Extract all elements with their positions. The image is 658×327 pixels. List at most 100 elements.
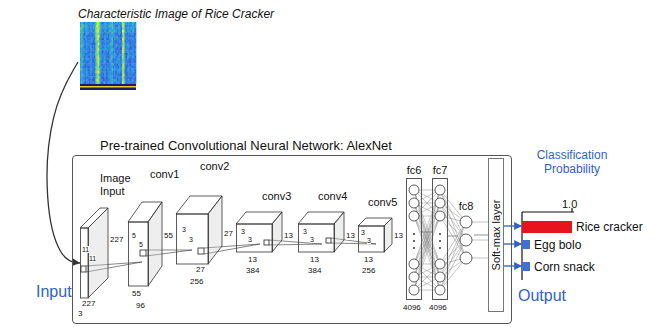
- dimension-number: 384: [308, 267, 321, 275]
- dimension-number: 13: [346, 232, 355, 240]
- dimension-number: 11: [89, 255, 96, 262]
- output-arrow: [504, 265, 522, 266]
- dimension-number: 13: [248, 256, 257, 264]
- dimension-number: 11: [82, 246, 89, 253]
- axis-line: [522, 211, 574, 212]
- neuron: [409, 198, 419, 208]
- dimension-number: 96: [136, 302, 145, 310]
- heat-band: [80, 86, 136, 88]
- dimension-number: 5: [132, 232, 136, 239]
- dimension-number: 3: [189, 236, 193, 243]
- prism-side: [272, 212, 282, 252]
- dimension-number: 13: [310, 256, 319, 264]
- heat-cell: [135, 79, 137, 82]
- prism-side: [384, 218, 392, 252]
- dimension-number: 55: [132, 290, 141, 298]
- heat-cell: [135, 45, 137, 48]
- heat-cell: [135, 40, 137, 43]
- neuron: [409, 259, 419, 269]
- neuron: [409, 211, 419, 221]
- heat-cell: [135, 58, 137, 61]
- neuron: [435, 285, 445, 295]
- dimension-number: 13: [364, 256, 373, 264]
- neuron: [409, 185, 419, 195]
- ellipsis-dot: [439, 233, 441, 235]
- prism-front: [81, 228, 89, 298]
- kernel-square: [198, 248, 204, 254]
- heat-cell: [135, 56, 137, 59]
- prism-front: [177, 214, 209, 264]
- layer-name: conv4: [318, 190, 347, 203]
- kernel-square: [326, 238, 331, 243]
- heat-cell: [135, 74, 137, 77]
- neuron: [460, 234, 472, 246]
- neuron: [435, 198, 445, 208]
- heat-cell: [135, 69, 137, 72]
- dimension-number: 3: [310, 236, 314, 243]
- layer-name: Image Input: [100, 172, 136, 198]
- layer-link: [474, 235, 488, 236]
- softmax-layer: Soft-max layer: [488, 158, 504, 312]
- dimension-number: 5: [139, 241, 143, 248]
- fc-layer: fc6: [406, 164, 422, 300]
- prism-side: [334, 212, 344, 252]
- dimension-number: 13: [284, 232, 293, 240]
- dimension-number: 3: [248, 236, 252, 243]
- dimension-number: 55: [164, 232, 173, 240]
- dimension-number: 3: [367, 237, 371, 244]
- heat-cell: [135, 66, 137, 69]
- prism-front: [129, 222, 149, 286]
- fc-layer: fc8: [458, 200, 474, 272]
- dimension-number: 227: [82, 300, 95, 308]
- input-layer: Image Input: [80, 172, 138, 299]
- prism-side: [88, 208, 108, 298]
- class-output: Rice cracker: [522, 219, 645, 233]
- fc-connections: [409, 185, 488, 295]
- network-title: Pre-trained Convolutional Neural Network…: [100, 138, 392, 153]
- ellipsis-dot: [439, 247, 441, 249]
- heat-cell: [135, 30, 137, 33]
- layer-name: conv3: [262, 190, 291, 203]
- class-output: Egg bolo: [522, 237, 583, 251]
- prism-front: [237, 224, 273, 252]
- conv-layer: conv3: [236, 190, 296, 253]
- image-heading: Characteristic Image of Rice Cracker: [78, 4, 310, 94]
- conv-layer: conv2: [176, 160, 234, 265]
- dimension-number: 3: [182, 226, 186, 233]
- conv-layer: conv1: [128, 168, 184, 287]
- fc-layer: fc7: [432, 164, 448, 300]
- dimension-number: 256: [190, 278, 203, 286]
- ellipsis-dot: [439, 240, 441, 242]
- heat-cell: [135, 38, 137, 41]
- prism-front: [359, 226, 385, 252]
- kernel-square: [140, 250, 146, 256]
- input-arrow: [47, 62, 80, 263]
- output-arrow: [504, 243, 522, 244]
- fc-column: [406, 178, 422, 300]
- probability-bar: [522, 240, 530, 249]
- heat-cell: [135, 76, 137, 79]
- heat-cell: [135, 25, 137, 28]
- neuron: [435, 211, 445, 221]
- ellipsis-dot: [413, 240, 415, 242]
- layer-name: fc6: [407, 164, 422, 176]
- axis-title: Classification Probability: [522, 148, 622, 176]
- prism-side: [148, 202, 162, 286]
- neuron: [435, 185, 445, 195]
- class-name: Corn snack: [534, 260, 595, 274]
- class-name: Egg bolo: [534, 238, 581, 252]
- layer-name: conv5: [368, 196, 397, 209]
- neuron: [409, 272, 419, 282]
- neuron: [435, 272, 445, 282]
- io-caption: Input: [36, 284, 72, 300]
- layer-name: Soft-max layer: [490, 200, 502, 271]
- layer-name: conv2: [200, 160, 229, 173]
- layer-name: fc8: [459, 200, 474, 212]
- neuron: [409, 285, 419, 295]
- dimension-number: 4096: [429, 304, 447, 312]
- heat-cell: [135, 32, 137, 35]
- dimension-number: 3: [303, 228, 307, 235]
- heat-band: [80, 84, 136, 90]
- layer-link: [448, 236, 458, 237]
